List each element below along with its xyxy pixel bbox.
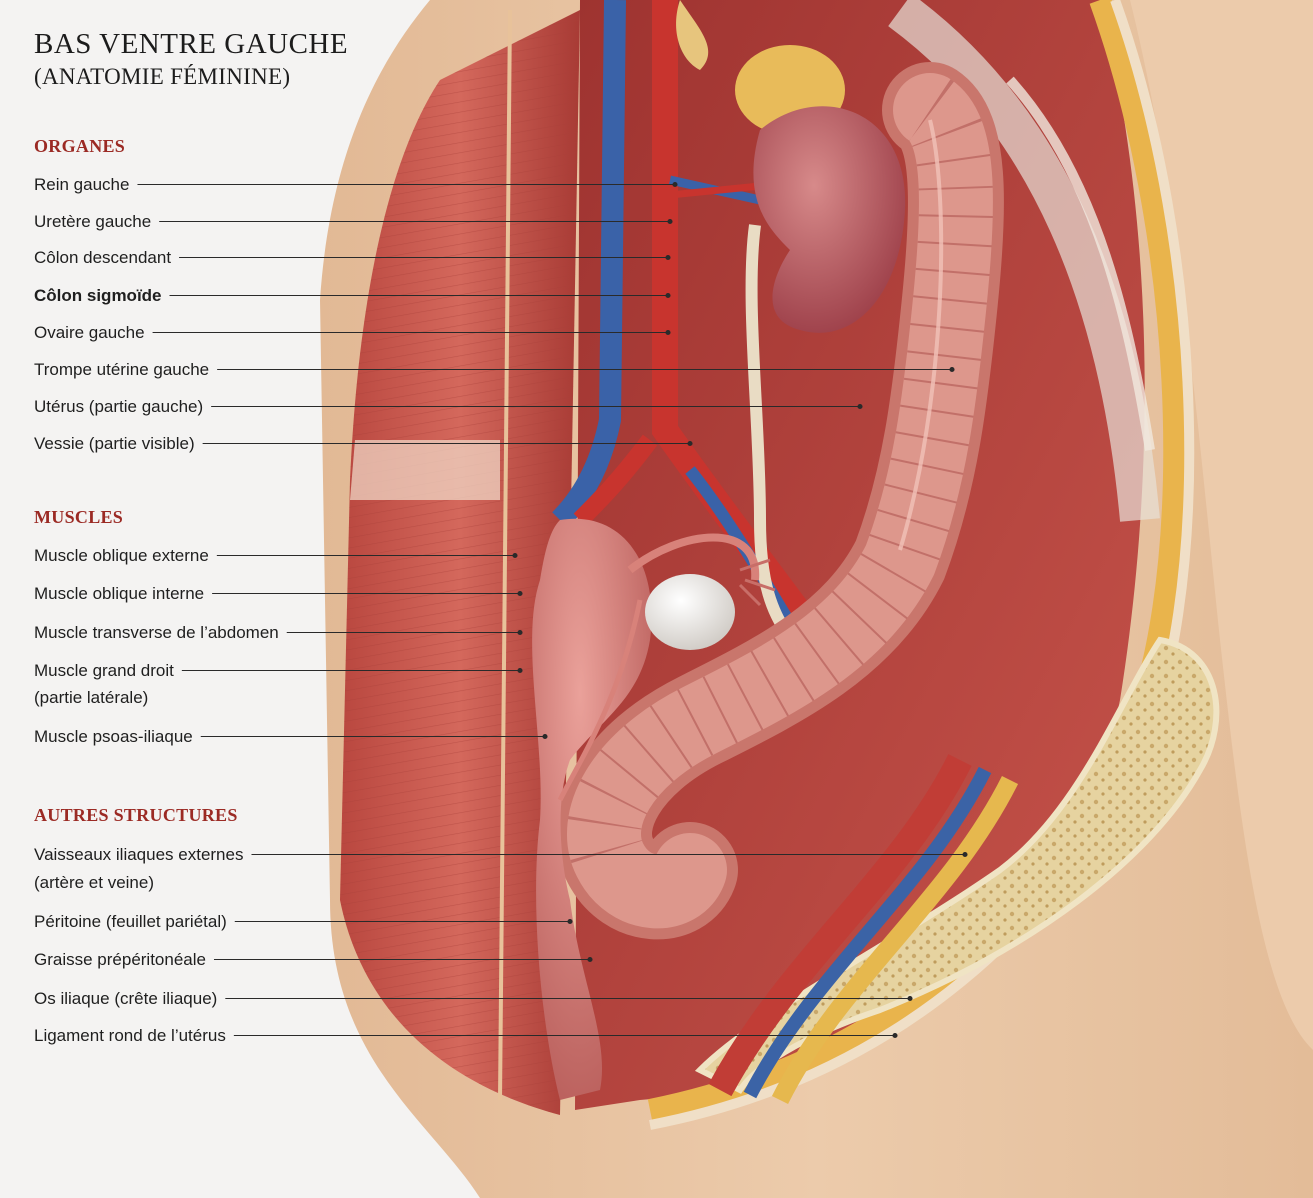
label-oblique-interne: Muscle oblique interne: [34, 584, 205, 603]
label-vessie: Vessie (partie visible): [34, 434, 195, 453]
label-trompe-uterine: Trompe utérine gauche: [34, 360, 210, 379]
label-peritoine: Péritoine (feuillet pariétal): [34, 912, 227, 931]
label-uterus: Utérus (partie gauche): [34, 397, 204, 416]
label-ovaire-gauche: Ovaire gauche: [34, 323, 145, 342]
label-vaisseaux-iliaques-sub: (artère et veine): [34, 873, 154, 892]
section-heading-muscles: MUSCLES: [34, 507, 124, 527]
label-vaisseaux-iliaques: Vaisseaux iliaques externes: [34, 845, 244, 864]
label-transverse: Muscle transverse de l’abdomen: [34, 623, 279, 642]
label-os-iliaque: Os iliaque (crête iliaque): [34, 989, 218, 1008]
label-psoas-iliaque: Muscle psoas-iliaque: [34, 727, 193, 746]
label-oblique-externe: Muscle oblique externe: [34, 546, 209, 565]
page-subtitle: (ANATOMIE FÉMININE): [34, 64, 291, 89]
label-colon-descendant: Côlon descendant: [34, 248, 172, 267]
section-heading-autres: AUTRES STRUCTURES: [34, 805, 238, 825]
label-grand-droit-sub: (partie latérale): [34, 688, 149, 707]
label-rein-gauche: Rein gauche: [34, 175, 130, 194]
label-uretere-gauche: Uretère gauche: [34, 212, 152, 231]
label-grand-droit: Muscle grand droit: [34, 661, 174, 680]
section-heading-organes: ORGANES: [34, 136, 126, 156]
label-colon-sigmoide: Côlon sigmoïde: [34, 286, 162, 305]
label-ligament-rond: Ligament rond de l’utérus: [34, 1026, 226, 1045]
page-title: BAS VENTRE GAUCHE: [34, 28, 349, 60]
label-graisse: Graisse prépéritonéale: [34, 950, 206, 969]
